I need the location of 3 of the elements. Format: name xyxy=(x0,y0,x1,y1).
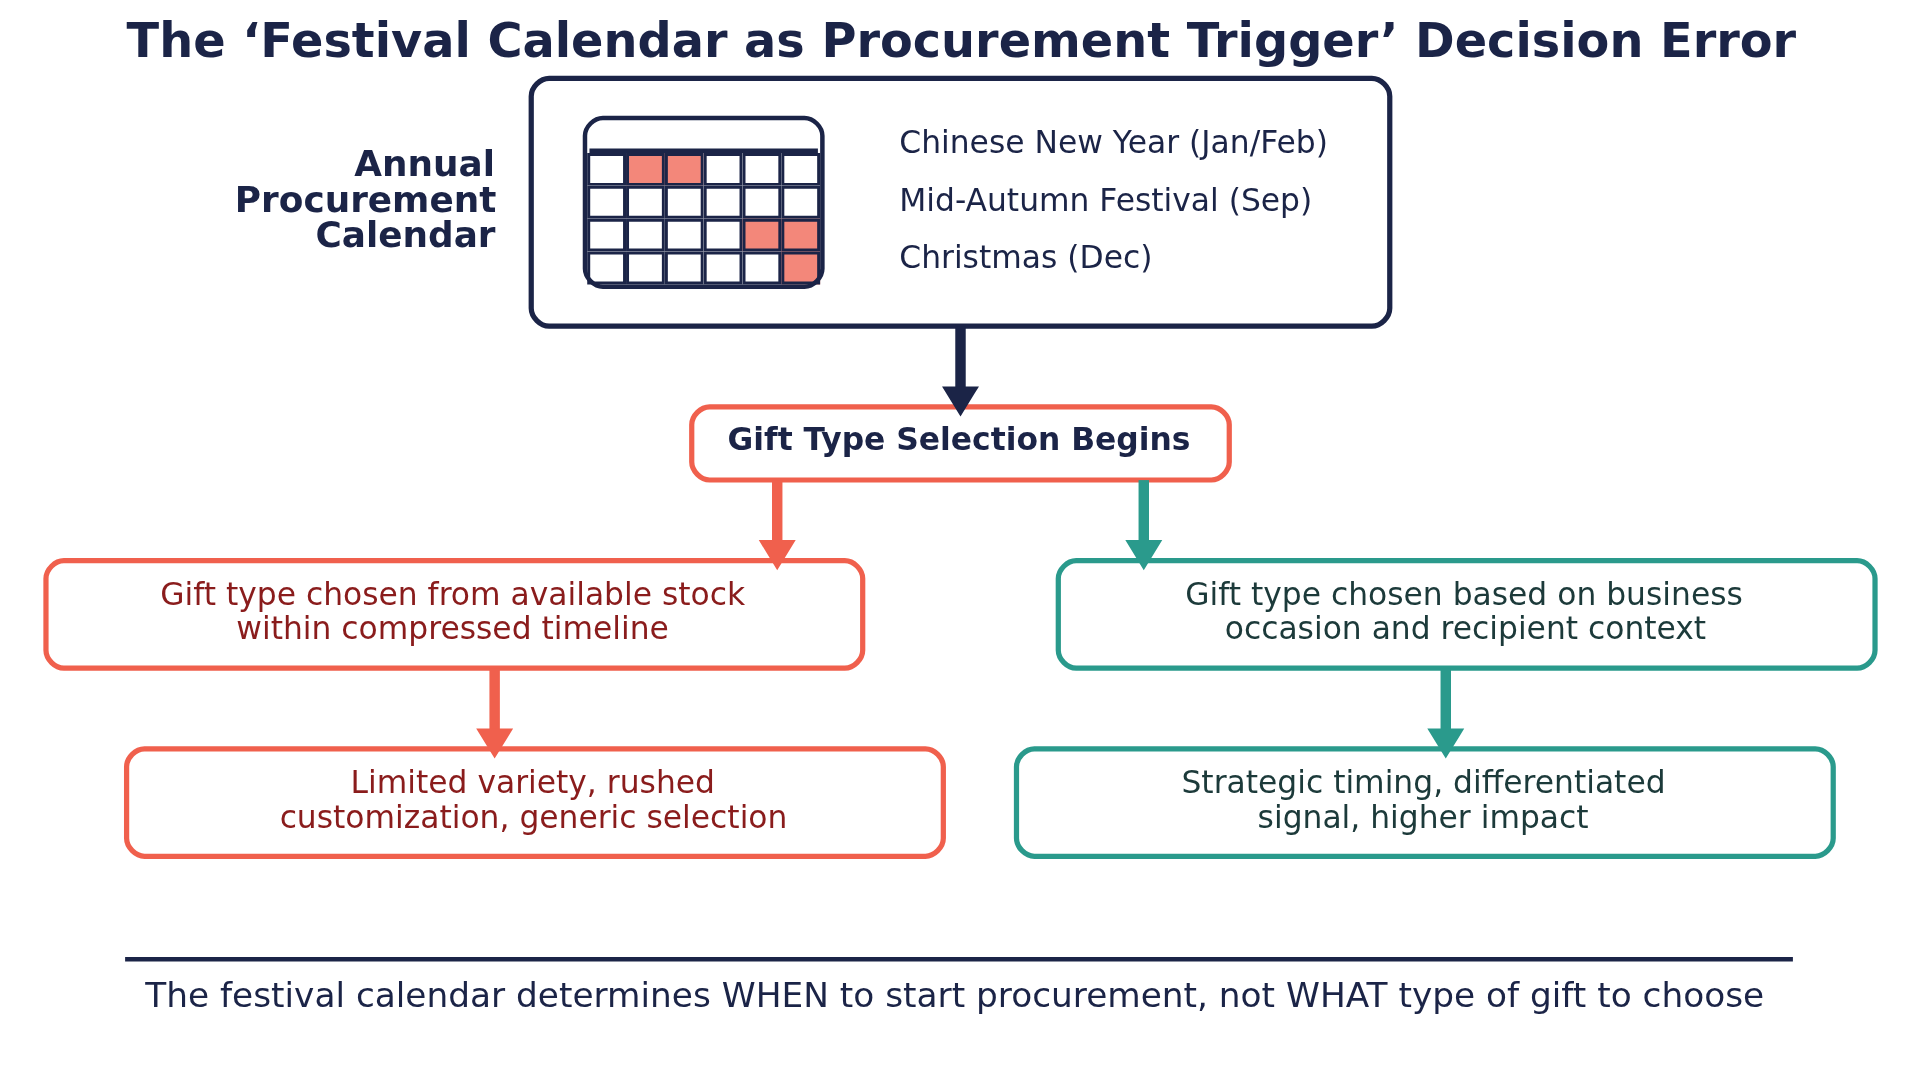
node-label: Annual Procurement Calendar xyxy=(234,142,496,256)
caption: The festival calendar determines WHEN to start procurement, not WHAT type of gift to choose xyxy=(144,974,1764,1015)
diagram-title: The ‘Festival Calendar as Procurement Trigger’ Decision Error xyxy=(126,12,1796,68)
